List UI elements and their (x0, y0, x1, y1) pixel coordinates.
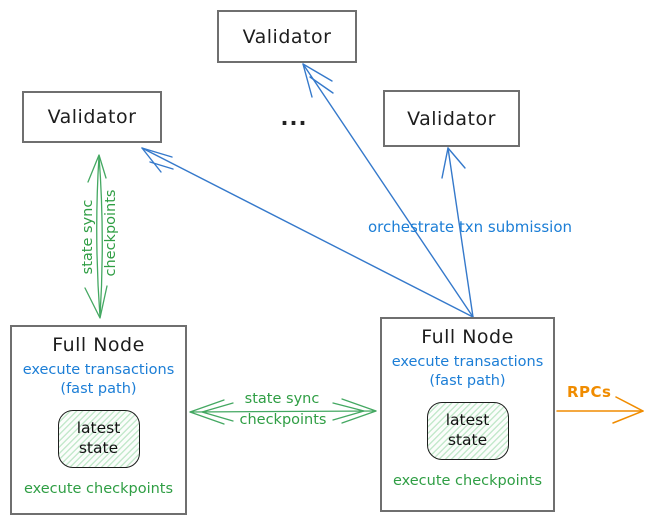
validator-label: Validator (407, 107, 496, 130)
validator-label: Validator (47, 106, 137, 128)
rpcs-label: RPCs (567, 383, 612, 401)
state-sync-arrow-vertical (84, 154, 108, 319)
orchestrate-arrow-to-top-validator (302, 63, 474, 318)
latest-state-box: latest state (57, 409, 140, 468)
execute-checkpoints-label: execute checkpoints (392, 472, 543, 489)
execute-transactions-label: execute transactions (fast path) (392, 353, 544, 391)
state-sync-vertical-label-line1: state sync (80, 199, 96, 275)
state-sync-horizontal-label-line2: checkpoints (239, 412, 327, 428)
execute-transactions-line1: execute transactions (22, 362, 175, 378)
full-node-title: Full Node (421, 326, 514, 348)
validator-box-left: Validator (22, 91, 162, 143)
execute-transactions-line2: (fast path) (60, 380, 137, 397)
latest-state-line1: latest (445, 411, 490, 430)
validators-ellipsis: ... (280, 106, 308, 130)
full-node-title: Full Node (52, 334, 145, 356)
validator-label: Validator (242, 25, 332, 48)
state-sync-vertical-label-line2: checkpoints (103, 189, 119, 277)
rpcs-arrow (556, 396, 644, 424)
execute-transactions-label: execute transactions (fast path) (23, 361, 175, 399)
latest-state-box: latest state (426, 401, 509, 460)
execute-transactions-line2: (fast path) (429, 372, 506, 389)
orchestrate-txn-submission-label: orchestrate txn submission (367, 218, 573, 236)
full-node-box-right: Full Node execute transactions (fast pat… (380, 317, 555, 512)
validator-box-right: Validator (383, 90, 520, 147)
latest-state-line1: latest (76, 419, 121, 438)
execute-transactions-line1: execute transactions (391, 354, 544, 370)
validator-box-top: Validator (217, 10, 357, 63)
execute-checkpoints-label: execute checkpoints (23, 480, 174, 497)
state-sync-arrow-horizontal (189, 398, 377, 425)
state-sync-horizontal-label-line1: state sync (244, 391, 320, 407)
orchestrate-arrow-to-left-validator (141, 147, 474, 318)
full-node-box-left: Full Node execute transactions (fast pat… (10, 325, 187, 515)
orchestrate-arrow-to-right-validator (441, 147, 474, 318)
latest-state-line2: state (78, 438, 119, 457)
latest-state-line2: state (447, 430, 488, 449)
